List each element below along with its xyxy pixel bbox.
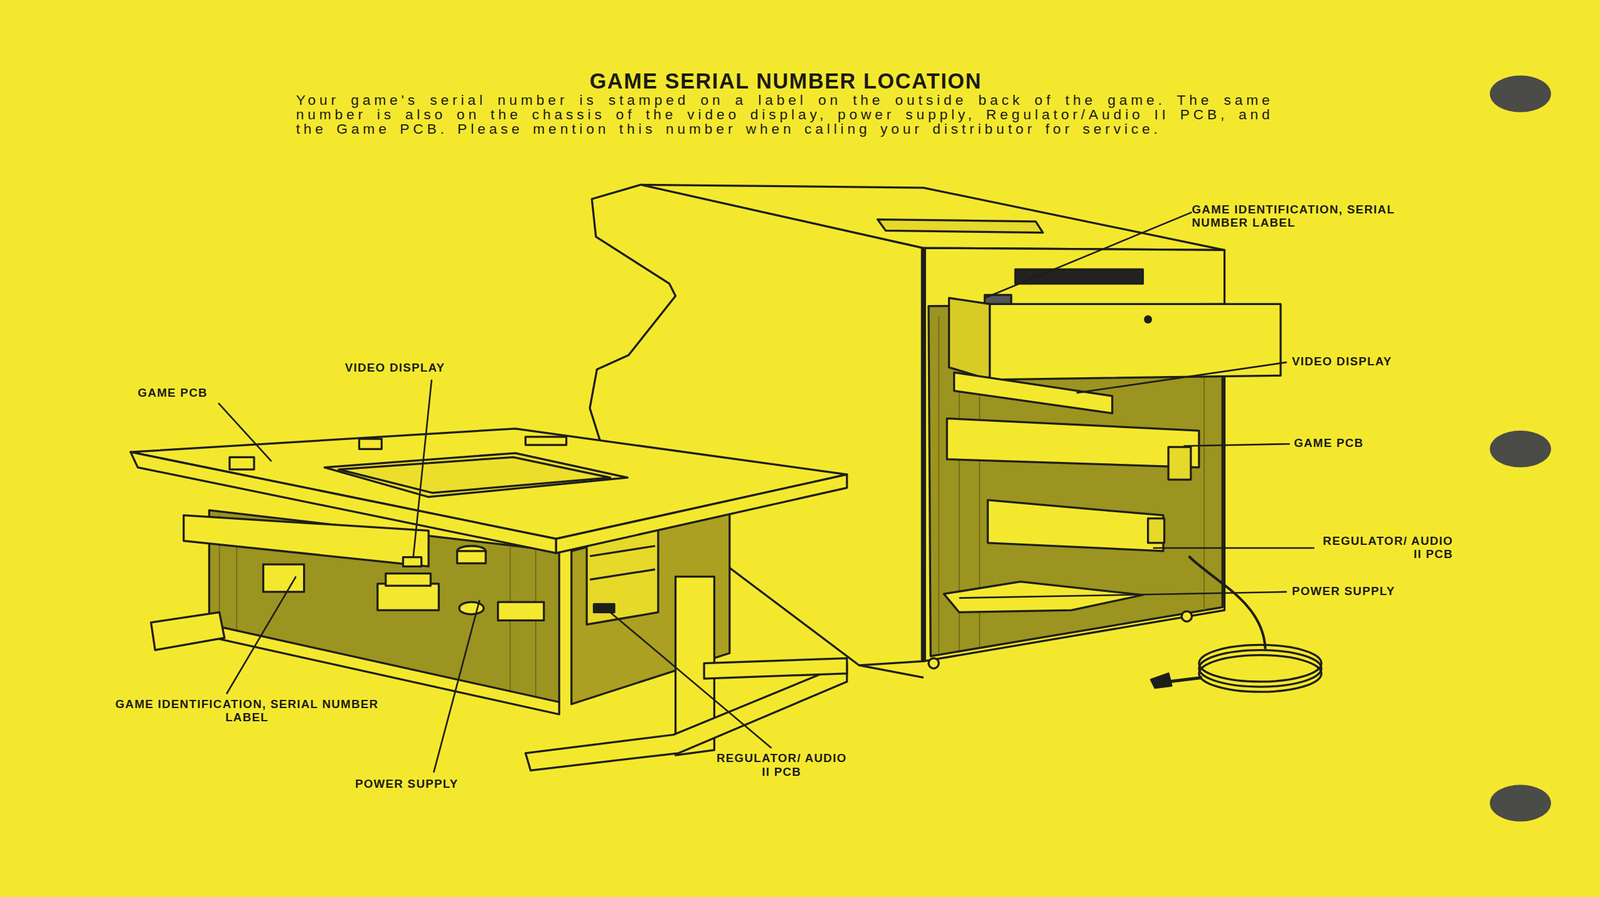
drawing-stroke [594,603,615,612]
part-label: REGULATOR/ AUDIO II PCB [714,751,849,778]
drawing-stroke [928,658,939,669]
binder-holes [1489,75,1552,821]
drawing-stroke [1168,446,1191,480]
drawing-stroke [938,316,940,653]
drawing-stroke [1076,362,1287,393]
drawing-stroke [229,456,255,470]
part-label: VIDEO DISPLAY [1291,355,1456,368]
drawing-stroke [946,418,1200,468]
drawing-stroke [959,591,1287,598]
drawing-stroke [358,438,382,449]
drawing-stroke [877,219,1043,233]
drawing-stroke [402,557,422,567]
leader-lines [218,212,1315,773]
drawing-stroke [1181,611,1192,622]
drawing-stroke [226,576,297,694]
drawing-stroke [1489,430,1552,468]
drawing-stroke [987,500,1164,551]
drawing-stroke [610,611,772,748]
drawing-stroke [459,601,484,615]
drawing-stroke [1145,316,1152,323]
drawing-stroke [1148,518,1165,543]
drawing-stroke [555,474,847,553]
drawing-stroke [948,298,990,380]
drawing-stroke [704,658,848,679]
part-label: VIDEO DISPLAY [345,360,509,374]
drawing-stroke [151,611,225,650]
drawing-stroke [218,402,272,462]
drawing-stroke [990,303,1281,379]
drawing-stroke [433,599,480,773]
drawing-stroke [498,601,544,620]
part-label: GAME PCB [138,386,256,400]
drawing-stroke [1184,443,1291,446]
page-title: GAME SERIAL NUMBER LOCATION [306,69,1266,95]
drawing-stroke [1199,655,1322,693]
drawing-stroke [1489,784,1552,822]
drawing-stroke [263,564,305,592]
drawing-stroke [921,247,927,661]
drawing-stroke [589,545,656,556]
drawing-stroke [385,573,432,587]
drawing-stroke [525,436,567,445]
drawing-stroke [589,569,656,580]
drawing-stroke [1168,677,1203,682]
drawing-stroke [183,515,429,566]
intro-paragraph: Your game's serial number is stamped on … [296,92,1274,136]
part-label: POWER SUPPLY [1291,584,1456,598]
part-label: GAME IDENTIFICATION, SERIAL NUMBER LABEL [114,697,380,724]
part-label: POWER SUPPLY [355,777,524,790]
drawing-stroke [457,550,487,564]
drawing-stroke [858,665,923,678]
drawing-stroke [535,549,537,699]
drawing-stroke [1489,75,1552,113]
part-label: GAME PCB [1293,436,1412,450]
part-label: REGULATOR/ AUDIO II PCB [1318,534,1454,561]
drawing-stroke [984,212,1192,299]
drawing-stroke [324,453,628,497]
part-label: GAME IDENTIFICATION, SERIAL NUMBER LABEL [1192,203,1448,230]
drawing-stroke [954,372,1113,413]
drawing-stroke [1150,673,1172,688]
drawing-stroke [1189,555,1266,649]
drawing-stroke [1153,547,1315,550]
drawing-stroke [377,583,440,610]
drawing-stroke [338,456,611,493]
drawing-stroke [413,379,432,558]
drawing-stroke [640,184,1225,250]
